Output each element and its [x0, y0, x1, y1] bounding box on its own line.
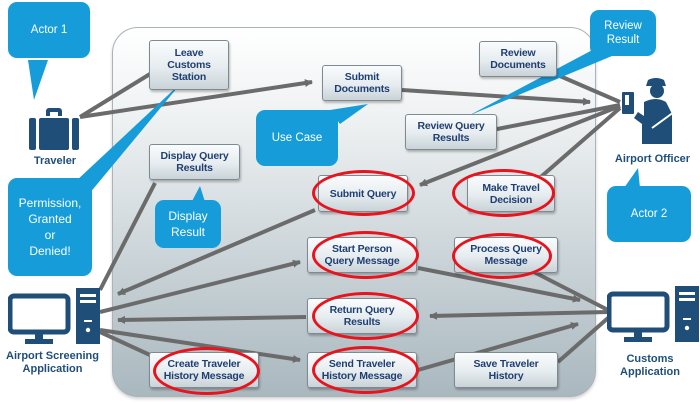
- use-case-create-traveler-history[interactable]: Create Traveler History Message: [149, 352, 259, 388]
- callout-tail-use-case: [330, 104, 368, 124]
- link-submit-documents-officer: [401, 88, 591, 106]
- use-case-process-query-message[interactable]: Process Query Message: [454, 237, 558, 273]
- callout-tail-permission: [60, 82, 182, 212]
- use-case-return-query-results[interactable]: Return Query Results: [307, 298, 417, 334]
- link-screening-send-history: [99, 328, 301, 363]
- callout-review-result: Review Result: [590, 10, 656, 56]
- use-case-submit-documents[interactable]: Submit Documents: [322, 65, 402, 101]
- callout-actor1: Actor 1: [8, 2, 90, 58]
- callout-tail-actor2: [624, 168, 640, 188]
- link-screening-create-history: [99, 330, 151, 357]
- use-case-make-travel-decision[interactable]: Make Travel Decision: [467, 175, 555, 212]
- screening-computer-icon: [8, 288, 100, 344]
- actor-label-airport-officer: Airport Officer: [614, 153, 691, 165]
- use-case-display-query-results[interactable]: Display Query Results: [149, 144, 240, 180]
- use-case-review-query-results[interactable]: Review Query Results: [405, 114, 497, 150]
- use-case-submit-query[interactable]: Submit Query: [318, 175, 408, 212]
- link-send-history-customs: [417, 322, 579, 372]
- use-case-save-traveler-history[interactable]: Save Traveler History: [454, 352, 558, 388]
- link-process-query-customs: [529, 268, 609, 312]
- callout-tail-actor1: [28, 60, 48, 100]
- suitcase-icon: [29, 108, 79, 150]
- officer-icon: [622, 78, 675, 144]
- customs-computer-icon: [607, 286, 699, 342]
- link-review-query-officer: [486, 103, 621, 133]
- link-screening-start-query: [99, 259, 301, 314]
- link-submit-query-screening: [117, 208, 316, 296]
- use-case-start-person-query-message[interactable]: Start Person Query Message: [307, 237, 417, 273]
- callout-tail-review-result: [468, 46, 612, 116]
- link-return-query-screening: [117, 315, 307, 324]
- link-customs-return-query: [429, 310, 609, 320]
- use-case-leave-customs-station[interactable]: Leave Customs Station: [149, 40, 229, 90]
- callout-permission: Permission, Granted or Denied!: [8, 178, 92, 276]
- link-traveler-leave-customs: [78, 72, 152, 119]
- callout-display-result: Display Result: [155, 200, 221, 248]
- use-case-send-traveler-history[interactable]: Send Traveler History Message: [307, 352, 417, 388]
- use-case-review-documents[interactable]: Review Documents: [479, 41, 557, 77]
- link-traveler-submit-documents: [79, 79, 313, 119]
- actor-label-customs-application: Customs Application: [620, 353, 680, 378]
- link-save-history-customs: [556, 316, 610, 364]
- actor-label-airport-screening: Airport Screening Application: [6, 350, 99, 375]
- actor-label-traveler: Traveler: [33, 155, 77, 167]
- link-start-query-customs: [417, 266, 581, 303]
- callout-use-case: Use Case: [256, 110, 338, 166]
- callout-actor2: Actor 2: [607, 186, 691, 242]
- link-display-query-screening: [98, 182, 157, 291]
